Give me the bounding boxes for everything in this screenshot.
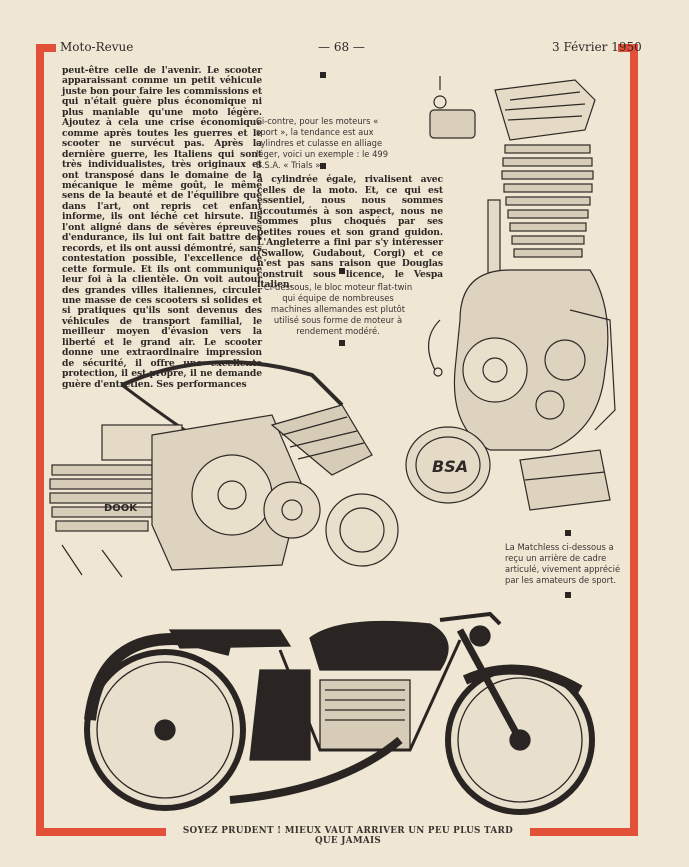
bullet-square [565, 592, 571, 598]
bullet-square [565, 530, 571, 536]
issue-date: 3 Février 1950 [552, 40, 642, 54]
bullet-square [339, 268, 345, 274]
red-border-top-left [36, 44, 56, 52]
red-border-left [36, 44, 44, 836]
matchless-motorcycle-illustration [84, 611, 595, 815]
red-border-bottom-right [530, 828, 638, 836]
caption-matchless: La Matchless ci-dessous a reçu un arrièr… [505, 542, 621, 585]
bullet-square [339, 340, 345, 346]
flat-twin-engine-illustration: DOOK [49, 360, 399, 578]
flat-twin-label: DOOK [104, 503, 138, 514]
article-middle-column: à cylindrée égale, rivalisent avec celle… [257, 174, 443, 290]
bullet-square [320, 163, 326, 169]
article-left-column: peut-être celle de l'avenir. Le scooter … [62, 65, 262, 390]
red-border-top-right [618, 44, 638, 52]
red-border-bottom-left [36, 828, 166, 836]
red-border-right [630, 44, 638, 836]
bullet-square [320, 72, 326, 78]
bsa-engine-illustration: BSA [405, 76, 616, 511]
page-number: — 68 — [318, 40, 365, 54]
magazine-name: Moto-Revue [60, 40, 134, 54]
bsa-badge-text: BSA [432, 457, 468, 476]
caption-flat-twin: Ci-dessous, le bloc moteur flat-twin qui… [263, 282, 413, 336]
caption-bsa-engine: Ci-contre, pour les moteurs « sport », l… [256, 116, 389, 170]
footer-slogan: SOYEZ PRUDENT ! MIEUX VAUT ARRIVER UN PE… [182, 826, 514, 846]
